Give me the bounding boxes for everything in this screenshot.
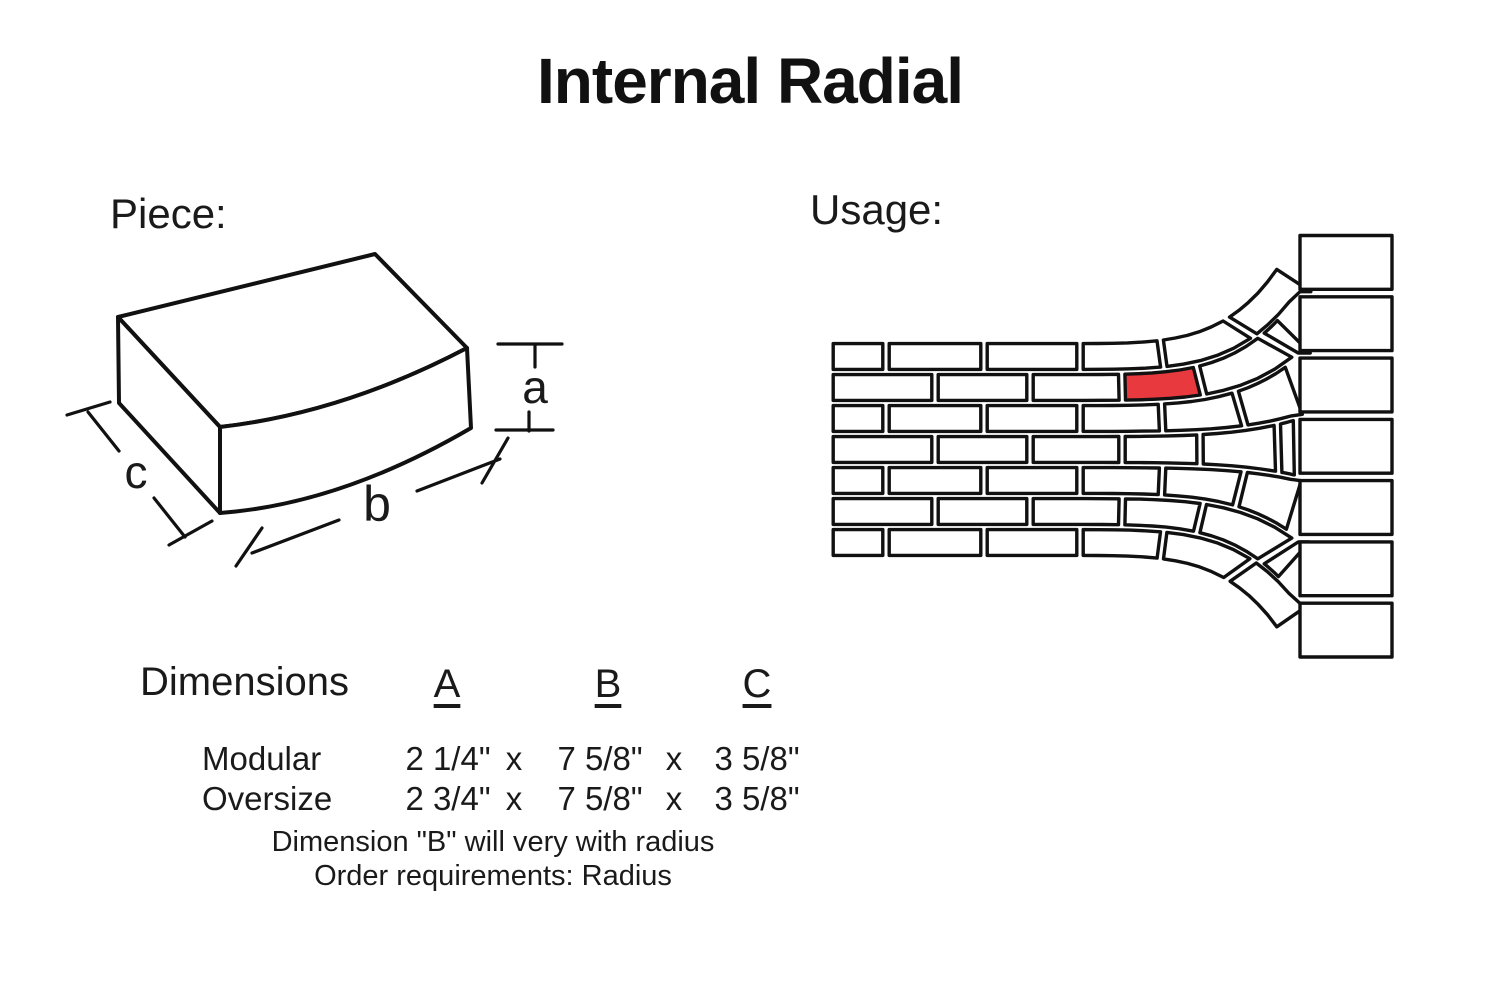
- note-order-requirements: Order requirements: Radius: [314, 860, 672, 892]
- row-oversize-sep1: x: [505, 780, 523, 817]
- usage-brick: [1081, 339, 1163, 372]
- row-oversize-a: 2 3/4": [405, 780, 491, 817]
- row-modular-b: 7 5/8": [557, 740, 643, 777]
- usage-highlight-brick: [1123, 365, 1202, 402]
- row-modular-a: 2 1/4": [405, 740, 491, 777]
- usage-brick: [1123, 433, 1199, 466]
- row-modular-name: Modular: [202, 740, 322, 777]
- column-header-c: C: [742, 662, 772, 706]
- usage-brick: [1237, 470, 1303, 531]
- dim-label-c: c: [125, 446, 148, 498]
- usage-brick: [887, 527, 983, 558]
- usage-brick: [1198, 502, 1294, 561]
- usage-column-brick: [1298, 233, 1394, 291]
- usage-brick: [985, 403, 1079, 434]
- usage-brick: [1162, 391, 1244, 433]
- usage-brick: [936, 496, 1029, 527]
- usage-brick: [985, 465, 1079, 496]
- piece-front-face: [218, 346, 473, 515]
- piece-brick-drawing: [116, 252, 473, 515]
- dimension-b-marks: [234, 436, 510, 568]
- usage-brick: [1198, 336, 1294, 396]
- usage-brick: [1031, 372, 1121, 403]
- usage-brick: [1031, 496, 1121, 527]
- usage-brick: [831, 372, 934, 403]
- usage-brick: [1081, 527, 1163, 560]
- usage-brick: [985, 527, 1079, 558]
- dimensions-heading: Dimensions: [140, 660, 349, 704]
- dim-label-a: a: [522, 361, 548, 413]
- usage-brick: [936, 372, 1029, 403]
- row-oversize-c: 3 5/8": [714, 780, 800, 817]
- column-header-a: A: [433, 662, 461, 706]
- usage-brick: [831, 527, 885, 558]
- row-modular-sep1: x: [505, 740, 523, 777]
- usage-brick: [1278, 418, 1296, 477]
- usage-brick: [1228, 561, 1313, 629]
- usage-diagram: [831, 233, 1394, 659]
- piece-diagram: a b c: [65, 252, 564, 568]
- usage-brick: [1161, 530, 1252, 580]
- usage-brick: [831, 434, 934, 465]
- column-header-b: B: [594, 662, 622, 706]
- usage-column-brick: [1298, 540, 1394, 598]
- row-modular-c: 3 5/8": [714, 740, 800, 777]
- usage-brick: [831, 341, 885, 372]
- usage-section-label: Usage:: [810, 186, 944, 233]
- page-title: Internal Radial: [537, 45, 964, 117]
- usage-brick: [887, 341, 983, 372]
- usage-brick: [985, 341, 1079, 372]
- usage-wall: [831, 233, 1394, 659]
- row-modular-sep2: x: [665, 740, 683, 777]
- usage-brick: [887, 465, 983, 496]
- usage-brick: [1031, 434, 1121, 465]
- row-oversize-name: Oversize: [202, 780, 333, 817]
- usage-brick: [831, 496, 934, 527]
- usage-brick: [831, 465, 885, 496]
- usage-column-brick: [1298, 601, 1394, 659]
- usage-brick: [936, 434, 1029, 465]
- usage-brick: [1201, 423, 1278, 473]
- row-oversize-b: 7 5/8": [557, 780, 643, 817]
- usage-brick: [1227, 267, 1313, 336]
- usage-brick: [887, 403, 983, 434]
- row-oversize-sep2: x: [665, 780, 683, 817]
- usage-brick: [1081, 465, 1162, 497]
- note-b-varies: Dimension "B" will very with radius: [271, 826, 715, 858]
- usage-brick: [1162, 466, 1243, 507]
- usage-brick: [1161, 319, 1253, 369]
- dim-label-b: b: [363, 476, 391, 532]
- usage-brick: [1236, 365, 1304, 427]
- usage-column-brick: [1298, 417, 1394, 475]
- dimension-c-marks: [65, 400, 214, 547]
- usage-brick: [831, 403, 885, 434]
- piece-section-label: Piece:: [110, 190, 227, 237]
- usage-brick: [1123, 497, 1202, 533]
- usage-column-brick: [1298, 478, 1394, 537]
- usage-column-brick: [1298, 295, 1394, 353]
- usage-brick: [1081, 402, 1162, 434]
- dimension-a-marks: [494, 342, 564, 433]
- usage-column-brick: [1298, 356, 1394, 414]
